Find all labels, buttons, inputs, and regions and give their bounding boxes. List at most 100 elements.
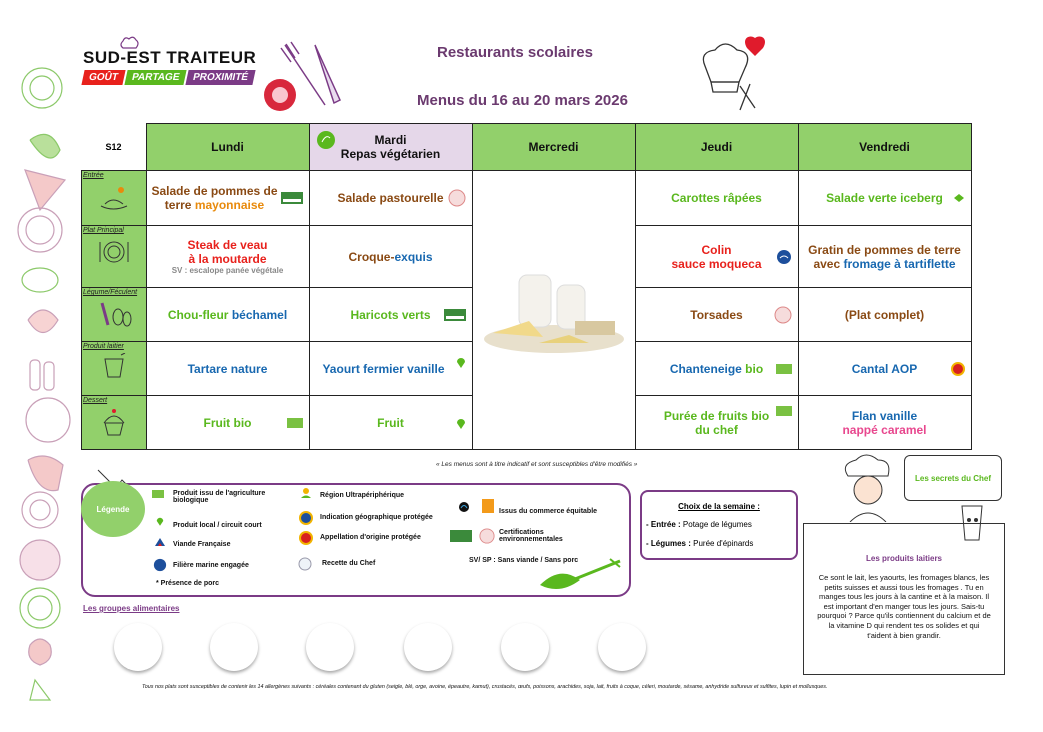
row-label-dessert: Dessert — [81, 395, 147, 450]
chef-secrets-box: Les produits laitiers Ce sont le lait, l… — [803, 523, 1005, 675]
env-cert-round-icon — [479, 528, 495, 544]
dish-bio-tag: bio — [745, 361, 764, 376]
chef-recipe-icon — [298, 557, 312, 571]
organic-ab-icon — [286, 417, 303, 428]
env-cert-round-icon — [448, 189, 465, 207]
legend-box — [81, 483, 631, 597]
row-label-laitier: Produit laitier — [81, 341, 147, 396]
legend-aop: Appellation d'origine protégée — [320, 534, 421, 541]
dish-name: Salade verte iceberg — [826, 191, 943, 205]
menu-cell-vendredi-legume: (Plat complet) — [797, 287, 972, 342]
dish-sauce: à la moutarde — [188, 252, 267, 266]
menu-cell-lundi-legume: Chou-fleur béchamel — [145, 287, 310, 342]
secrets-title: Les produits laitiers — [865, 554, 943, 563]
menu-cell-mardi-dessert: Fruit — [308, 395, 473, 450]
legend-title: Légende — [81, 481, 145, 537]
dish-alternative: SV : escalope panée végétale — [171, 266, 284, 275]
french-meat-icon — [155, 538, 165, 546]
chef-girl-illustration — [844, 454, 890, 522]
menu-cell-lundi-dessert: Fruit bio — [145, 395, 310, 450]
local-product-icon — [456, 358, 465, 368]
choice-value: Purée d'épinards — [693, 539, 754, 548]
dish-name: Chou-fleur — [167, 307, 229, 322]
food-group-label: Produits sucrés — [605, 638, 639, 656]
menu-cell-lundi-plat: Steak de veau à la moutarde SV : escalop… — [145, 225, 310, 288]
menu-cell-mardi-laitier: Yaourt fermier vanille — [308, 341, 473, 396]
organic-ab-icon — [775, 363, 792, 374]
row-label-text: Produit laitier — [83, 343, 124, 350]
fork-knife-pomegranate-illustration — [264, 41, 341, 111]
row-label-plat: Plat Principal — [81, 225, 147, 288]
organic-ab-icon — [152, 490, 164, 498]
page-subtitle: Menus du 16 au 20 mars 2026 — [417, 92, 628, 109]
chef-hat-logo-icon — [120, 36, 139, 49]
igp-seal-icon — [299, 511, 313, 525]
day-name: Vendredi — [859, 140, 910, 154]
dish-name: Fruit — [203, 415, 231, 430]
food-group-matieres-grasses: Matières grasses — [404, 623, 452, 671]
day-name: Lundi — [211, 140, 244, 154]
food-group-laitiers: Produits laitiers — [501, 623, 549, 671]
day-subtitle: Repas végétarien — [340, 147, 441, 161]
fork-leaf-illustration — [540, 558, 621, 589]
row-label-legume: Légume/Féculent — [81, 287, 147, 342]
menu-cell-jeudi-entree: Carottes râpées — [634, 170, 799, 226]
region-ultraperipherique-icon — [301, 488, 311, 498]
dish-bio-tag: bio — [233, 415, 252, 430]
legend-bio: Produit issu de l'agriculture biologique — [173, 490, 266, 504]
weekly-menu-table: S12 Lundi Mardi Repas végétarien Mercred… — [81, 123, 972, 450]
yogurt-pot-icon — [104, 353, 125, 378]
menu-cell-mardi-entree: Salade pastourelle — [308, 170, 473, 226]
legend-igp: Indication géographique protégée — [320, 514, 433, 521]
hand-dish-icon — [100, 187, 127, 210]
chef-hat-heart-illustration — [702, 36, 765, 111]
choice-label: - Légumes : — [646, 539, 691, 548]
page-title: Restaurants scolaires — [437, 44, 593, 61]
dish-name: Cantal AOP — [851, 361, 918, 376]
vegetarian-icon — [316, 131, 335, 149]
day-header-jeudi: Jeudi — [634, 123, 799, 171]
menu-cell-mardi-plat: Croque-exquis — [308, 225, 473, 288]
menu-cell-mardi-legume: Haricots verts — [308, 287, 473, 342]
row-label-text: Légume/Féculent — [83, 289, 138, 296]
row-label-text: Plat Principal — [83, 227, 124, 234]
legend-region: Région Ultrapériphérique — [320, 492, 405, 499]
local-product-icon — [456, 418, 465, 429]
choice-value: Potage de légumes — [682, 520, 752, 529]
env-cert-icon — [443, 308, 466, 321]
week-number: S12 — [81, 123, 146, 171]
dish-name: Yaourt fermier vanille — [322, 361, 445, 376]
allergen-footer: Tous nos plats sont susceptibles de cont… — [142, 684, 828, 690]
dish-name: Salade de pommes de — [151, 184, 278, 198]
menu-disclaimer: « Les menus sont à titre indicatif et so… — [436, 461, 638, 468]
menu-cell-vendredi-entree: Salade verte iceberg — [797, 170, 972, 226]
legend-equitable: Issus du commerce équitable — [499, 508, 598, 515]
brand-tags: GOÛT PARTAGE PROXIMITÉ — [81, 70, 256, 85]
legend-porc: * Présence de porc — [156, 580, 220, 587]
dish-name: Salade pastourelle — [337, 191, 444, 205]
dish-bio-tag: bio — [751, 408, 770, 423]
row-label-text: Entrée — [83, 172, 104, 179]
menu-cell-jeudi-legume: Torsades — [634, 287, 799, 342]
fairtrade-icon — [459, 502, 469, 512]
menu-cell-jeudi-plat: Colin sauce moqueca — [634, 225, 799, 288]
aop-seal-icon — [950, 361, 965, 376]
env-cert-icon — [280, 192, 303, 204]
day-name: Mercredi — [528, 140, 579, 154]
food-group-label: Produits laitiers — [508, 638, 542, 656]
day-name: Jeudi — [700, 140, 733, 154]
dish-name: Chanteneige — [669, 361, 742, 376]
food-group-viandes: Viandes, poisson œufs — [210, 623, 258, 671]
dish-name: Fruit — [377, 415, 404, 430]
legend-marine: Filière marine engagée — [173, 562, 249, 569]
food-group-label: Féculents — [311, 642, 349, 652]
dish-name: Croque- — [348, 249, 395, 264]
food-group-sucres: Produits sucrés — [598, 623, 646, 671]
food-groups-title: Les groupes alimentaires — [83, 604, 180, 613]
dish-name: Colin — [701, 242, 732, 257]
dairy-products-illustration — [483, 274, 624, 353]
legend-viande: Viande Française — [173, 541, 231, 548]
dish-sauce: sauce moqueca — [671, 256, 762, 271]
chef-secrets-bubble: Les secrets du Chef — [904, 455, 1002, 501]
